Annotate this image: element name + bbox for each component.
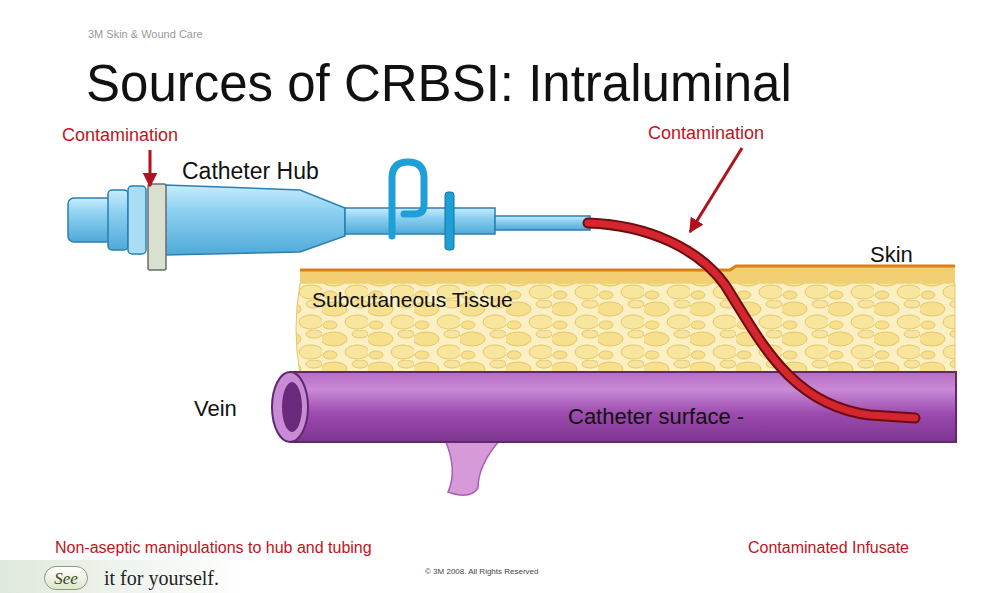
source-note: Contaminated Infusate xyxy=(748,540,909,556)
layer-label: Skin xyxy=(870,244,913,266)
contamination-label: Contamination xyxy=(62,126,178,144)
layer-label: Subcutaneous Tissue xyxy=(312,289,513,310)
copyright: © 3M 2008. All Rights Reserved xyxy=(425,568,539,576)
part-label: Catheter Hub xyxy=(182,160,319,183)
watermark: 3M Skin & Wound Care xyxy=(88,29,203,40)
slide-title: Sources of CRBSI: Intraluminal xyxy=(86,58,792,109)
contamination-label: Contamination xyxy=(648,124,764,142)
source-note: Non-aseptic manipulations to hub and tub… xyxy=(55,540,372,556)
part-label: Catheter surface - xyxy=(568,406,744,428)
part-label: Vein xyxy=(194,398,237,420)
logo-badge: See xyxy=(44,566,88,590)
logo-text: See xyxy=(54,570,78,587)
tagline: it for yourself. xyxy=(104,568,219,588)
